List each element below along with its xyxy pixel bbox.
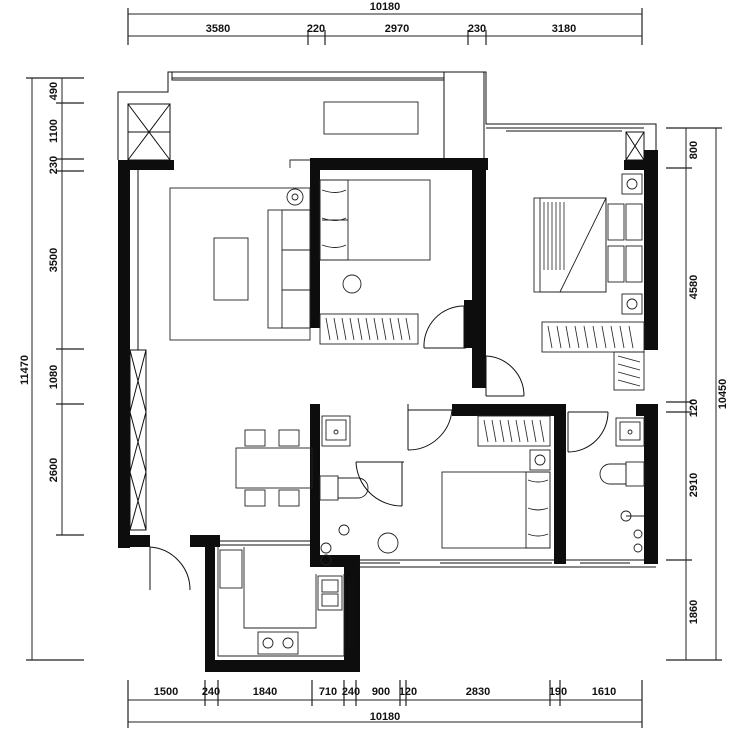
bed-icon xyxy=(319,179,431,261)
right-seg-2: 4580 xyxy=(688,275,700,299)
right-total-label: 10450 xyxy=(717,379,729,410)
right-seg-4: 2910 xyxy=(688,473,700,497)
bedroom2-wardrobe-icon xyxy=(477,415,551,447)
dining-table-icon xyxy=(235,429,313,507)
bottom-seg-5: 240 xyxy=(342,686,360,698)
washbasin-icon xyxy=(321,415,351,447)
top-total-label: 10180 xyxy=(370,1,401,13)
bottom-seg-7: 120 xyxy=(399,686,417,698)
bathroom1-door xyxy=(355,461,404,507)
toilet-icon xyxy=(319,475,369,501)
bottom-dimension-segments: 1500 240 1840 710 240 900 120 2830 190 1… xyxy=(127,680,643,706)
bathroom2-drain xyxy=(620,510,644,553)
bottom-dimension-total: 10180 xyxy=(127,706,643,728)
left-seg-1: 490 xyxy=(48,82,60,100)
right-dimension-segments: 800 4580 120 2910 1860 xyxy=(666,127,700,661)
bottom-seg-1: 1500 xyxy=(154,686,178,698)
tv-wall-line xyxy=(289,159,310,168)
left-seg-4: 3500 xyxy=(48,248,60,272)
top-dimension-total: 10180 xyxy=(127,1,643,45)
utility-fixtures xyxy=(320,542,332,566)
west-window xyxy=(129,170,147,531)
master-door xyxy=(485,355,525,397)
top-seg-5: 3180 xyxy=(552,23,576,35)
bedside-lamp-icon xyxy=(342,274,362,294)
left-seg-2: 1100 xyxy=(48,119,60,143)
left-total-label: 11470 xyxy=(19,355,31,385)
master-lamp-bottom xyxy=(621,293,643,315)
bottom-seg-2: 240 xyxy=(202,686,220,698)
bathroom2-basin-icon xyxy=(615,417,645,447)
bathroom2-door xyxy=(567,411,609,453)
column-marker-topleft xyxy=(127,103,171,161)
bottom-total-label: 10180 xyxy=(370,711,401,723)
bottom-seg-10: 1610 xyxy=(592,686,616,698)
top-seg-3: 2970 xyxy=(385,23,409,35)
kitchen-counter xyxy=(217,547,345,657)
left-seg-3: 230 xyxy=(48,156,60,174)
bedroom1-door xyxy=(423,305,466,349)
shower-drain-icon xyxy=(338,524,399,554)
right-seg-1: 800 xyxy=(688,141,700,159)
wardrobe-icon xyxy=(319,313,419,345)
sofa-icon xyxy=(267,209,311,329)
master-bed-icon xyxy=(533,197,643,293)
bathroom2-toilet-icon xyxy=(599,461,645,487)
bedroom2-lamp xyxy=(529,449,551,471)
right-seg-5: 1860 xyxy=(688,600,700,624)
stove-icon xyxy=(257,631,299,655)
column-marker-masterright xyxy=(625,131,645,161)
bottom-seg-3: 1840 xyxy=(253,686,277,698)
top-dimension-segments: 3580 220 2970 230 3180 xyxy=(128,23,642,45)
left-seg-6: 2600 xyxy=(48,458,60,482)
living-rug xyxy=(169,187,311,341)
master-wardrobe-icon xyxy=(541,321,645,391)
door-swing-icon xyxy=(149,546,191,591)
balcony-cabinet xyxy=(323,101,419,135)
top-seg-2: 220 xyxy=(307,23,325,35)
kitchen-window xyxy=(349,578,355,650)
right-dimension-total: 10450 xyxy=(692,127,729,661)
bottom-seg-4: 710 xyxy=(319,686,337,698)
walls xyxy=(117,71,658,672)
master-lamp-top xyxy=(621,173,643,195)
bottom-seg-8: 2830 xyxy=(466,686,490,698)
left-seg-5: 1080 xyxy=(48,365,60,389)
sink-icon xyxy=(317,575,343,611)
bottom-seg-9: 190 xyxy=(549,686,567,698)
right-seg-3: 120 xyxy=(688,399,700,417)
left-dimension-total: 11470 xyxy=(19,77,84,661)
coffee-table xyxy=(213,237,249,301)
top-seg-4: 230 xyxy=(468,23,486,35)
kitchen-partition xyxy=(220,540,310,546)
bedroom2-bed-icon xyxy=(441,471,551,549)
floor-lamp-icon xyxy=(286,188,304,206)
top-seg-1: 3580 xyxy=(206,23,230,35)
bottom-seg-6: 900 xyxy=(372,686,390,698)
left-dimension-segments: 490 1100 230 3500 1080 2600 xyxy=(48,78,84,536)
bedroom2-door xyxy=(407,404,453,451)
